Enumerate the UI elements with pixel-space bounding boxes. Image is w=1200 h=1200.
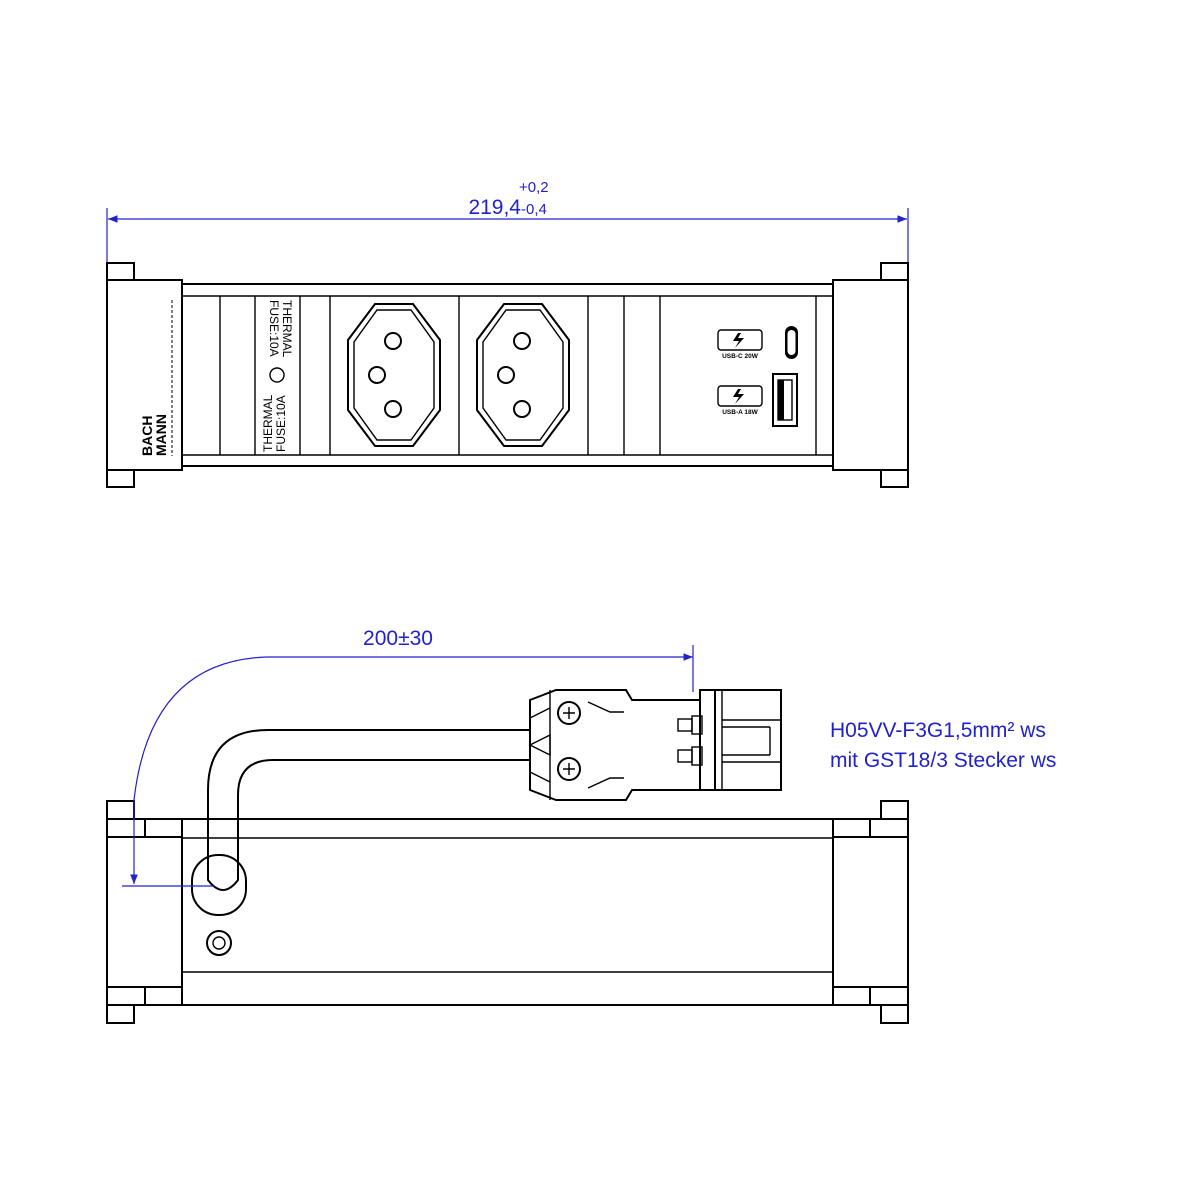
socket-earth-hole bbox=[368, 366, 386, 384]
cable-note-line1: H05VV-F3G1,5mm² ws bbox=[830, 719, 1046, 742]
brand-line1: BACH bbox=[139, 416, 155, 456]
socket-pin-hole bbox=[384, 400, 402, 418]
usb-a-icon bbox=[717, 385, 763, 407]
brand-line2: MANN bbox=[153, 414, 169, 456]
socket-1[interactable] bbox=[347, 303, 441, 447]
length-dimension: 219,4 +0,2 -0,4 bbox=[106, 179, 909, 265]
socket-2[interactable] bbox=[476, 303, 570, 447]
socket-earth-hole bbox=[497, 366, 515, 384]
mounting-screw bbox=[206, 930, 232, 956]
connector-body bbox=[529, 689, 701, 801]
usb-a-port[interactable] bbox=[772, 373, 798, 427]
socket-pin-hole bbox=[384, 332, 402, 350]
cable-length-dimension: 200±30 bbox=[122, 627, 694, 887]
socket-outline bbox=[476, 303, 570, 447]
front-view: BACH MANN THERMAL FUSE:10A THERMAL FUSE:… bbox=[106, 262, 909, 488]
socket-pin-hole bbox=[513, 332, 531, 350]
fuse-label-top-line1: THERMAL bbox=[280, 300, 294, 358]
housing-body bbox=[181, 283, 834, 467]
end-cap-right bbox=[832, 836, 909, 988]
usb-module: USB-C 20W USB-A 18W bbox=[717, 326, 798, 427]
fuse-label-top-line2: FUSE:10A bbox=[267, 300, 281, 357]
usb-a-label: USB-A 18W bbox=[722, 409, 758, 416]
housing-body bbox=[181, 818, 834, 1006]
length-tolerance-upper: +0,2 bbox=[519, 179, 549, 196]
side-view: 200±30 H05VV-F3G1,5mm² ws mit GST18/3 St… bbox=[106, 627, 1056, 1024]
clip-top-left bbox=[106, 262, 135, 281]
lightning-icon bbox=[733, 389, 744, 404]
fuse-reset-button[interactable] bbox=[269, 367, 285, 383]
lightning-icon bbox=[733, 333, 744, 348]
clip-bottom-left bbox=[106, 469, 135, 488]
dimension-arc bbox=[130, 653, 693, 884]
cable-length-value: 200±30 bbox=[363, 627, 433, 650]
clip-bottom-right bbox=[880, 1004, 909, 1024]
plug-face bbox=[714, 689, 782, 791]
usb-c-icon bbox=[717, 329, 763, 351]
length-value: 219,4 bbox=[468, 196, 521, 219]
cable bbox=[207, 729, 530, 890]
clip-top-right bbox=[880, 800, 909, 820]
socket-pin-hole bbox=[513, 400, 531, 418]
clip-bottom-left bbox=[106, 1004, 135, 1024]
fuse-label-bottom-line2: FUSE:10A bbox=[274, 395, 288, 452]
clip-bottom-right bbox=[880, 469, 909, 488]
thermal-fuse-module: THERMAL FUSE:10A THERMAL FUSE:10A bbox=[261, 300, 294, 452]
length-tolerance-lower: -0,4 bbox=[521, 201, 547, 218]
gst18-connector bbox=[528, 689, 782, 801]
brand-logo: BACH MANN bbox=[139, 414, 169, 456]
cable-note-line2: mit GST18/3 Stecker ws bbox=[830, 749, 1056, 772]
fuse-label-bottom-line1: THERMAL bbox=[261, 394, 275, 452]
socket-outline bbox=[347, 303, 441, 447]
end-cap-left bbox=[106, 836, 183, 988]
end-cap-right bbox=[832, 279, 909, 471]
clip-top-left bbox=[106, 800, 135, 820]
usb-c-label: USB-C 20W bbox=[722, 353, 759, 360]
clip-top-right bbox=[880, 262, 909, 281]
